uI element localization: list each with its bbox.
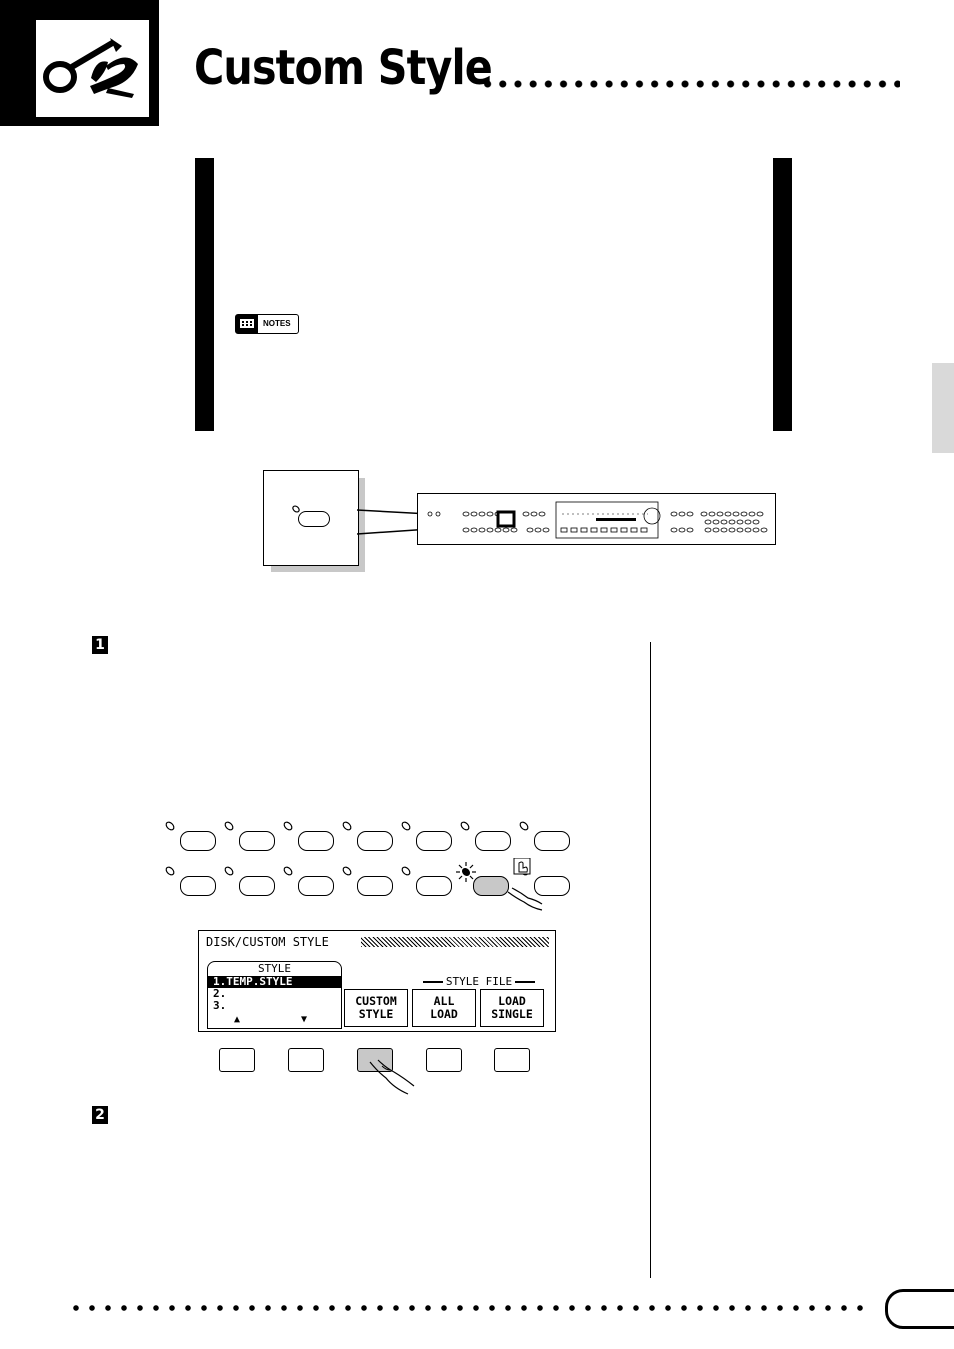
panel-button-r2-4[interactable] bbox=[357, 876, 393, 896]
panel-button-r1-1[interactable] bbox=[180, 831, 216, 851]
custom-style-button[interactable]: CUSTOM STYLE bbox=[344, 989, 408, 1027]
chapter-side-tab bbox=[932, 363, 954, 453]
callout-lamp-icon bbox=[292, 505, 300, 513]
all-load-button[interactable]: ALL LOAD bbox=[412, 989, 476, 1027]
style-item-2[interactable]: 2. bbox=[213, 987, 227, 1000]
notes-tag: NOTES bbox=[235, 314, 299, 334]
load-single-button[interactable]: LOAD SINGLE bbox=[480, 989, 544, 1027]
callout-button bbox=[298, 511, 330, 527]
style-item-3[interactable]: 3. bbox=[213, 999, 227, 1012]
panel-button-r1-7[interactable] bbox=[534, 831, 570, 851]
panel-button-grid bbox=[160, 820, 580, 920]
disk-button[interactable] bbox=[473, 876, 509, 896]
button-lamps bbox=[165, 821, 529, 876]
instrument-panel-diagram bbox=[417, 493, 776, 545]
section-icon-frame bbox=[0, 0, 159, 126]
soft-button-5[interactable] bbox=[494, 1048, 530, 1072]
pressing-hand-icon bbox=[507, 858, 543, 911]
panel-button-r2-3[interactable] bbox=[298, 876, 334, 896]
page-number-tab bbox=[885, 1289, 954, 1329]
display-header: DISK/CUSTOM STYLE bbox=[206, 935, 329, 949]
notes-label: NOTES bbox=[263, 319, 291, 328]
notes-icon bbox=[236, 315, 258, 333]
lcd-display: DISK/CUSTOM STYLE STYLE 1.TEMP.STYLE 2. … bbox=[198, 930, 556, 1032]
column-divider bbox=[650, 642, 651, 1278]
scroll-up-icon: ▲ bbox=[234, 1014, 241, 1025]
panel-button-r1-3[interactable] bbox=[298, 831, 334, 851]
step-2-number: 2 bbox=[92, 1106, 108, 1124]
custom-style-icon bbox=[36, 20, 149, 117]
intro-box-right-bar bbox=[773, 158, 792, 431]
page-title: Custom Style bbox=[194, 40, 493, 96]
scroll-down-icon: ▼ bbox=[301, 1014, 308, 1025]
panel-button-r2-1[interactable] bbox=[180, 876, 216, 896]
soft-button-2[interactable] bbox=[288, 1048, 324, 1072]
style-file-label: STYLE FILE bbox=[411, 975, 547, 988]
panel-button-r1-6[interactable] bbox=[475, 831, 511, 851]
intro-box-left-bar bbox=[195, 158, 214, 431]
soft-button-1[interactable] bbox=[219, 1048, 255, 1072]
header-hatch-bar bbox=[361, 937, 549, 947]
flashing-lamp-icon bbox=[456, 862, 476, 882]
footer-dot-leader bbox=[68, 1305, 868, 1311]
panel-button-r2-2[interactable] bbox=[239, 876, 275, 896]
style-item-1[interactable]: 1.TEMP.STYLE bbox=[208, 976, 341, 988]
pressing-hand-icon-2 bbox=[369, 1059, 415, 1095]
step-1-number: 1 bbox=[92, 636, 108, 654]
panel-button-r2-5[interactable] bbox=[416, 876, 452, 896]
button-callout bbox=[263, 470, 359, 566]
panel-button-r1-5[interactable] bbox=[416, 831, 452, 851]
panel-button-r2-7[interactable] bbox=[534, 876, 570, 896]
panel-button-r1-2[interactable] bbox=[239, 831, 275, 851]
panel-button-r1-4[interactable] bbox=[357, 831, 393, 851]
title-dot-leader bbox=[480, 80, 900, 88]
style-list-box: STYLE 1.TEMP.STYLE 2. 3. ▲ ▼ bbox=[207, 961, 342, 1029]
style-list-title: STYLE bbox=[257, 962, 292, 975]
soft-button-4[interactable] bbox=[426, 1048, 462, 1072]
